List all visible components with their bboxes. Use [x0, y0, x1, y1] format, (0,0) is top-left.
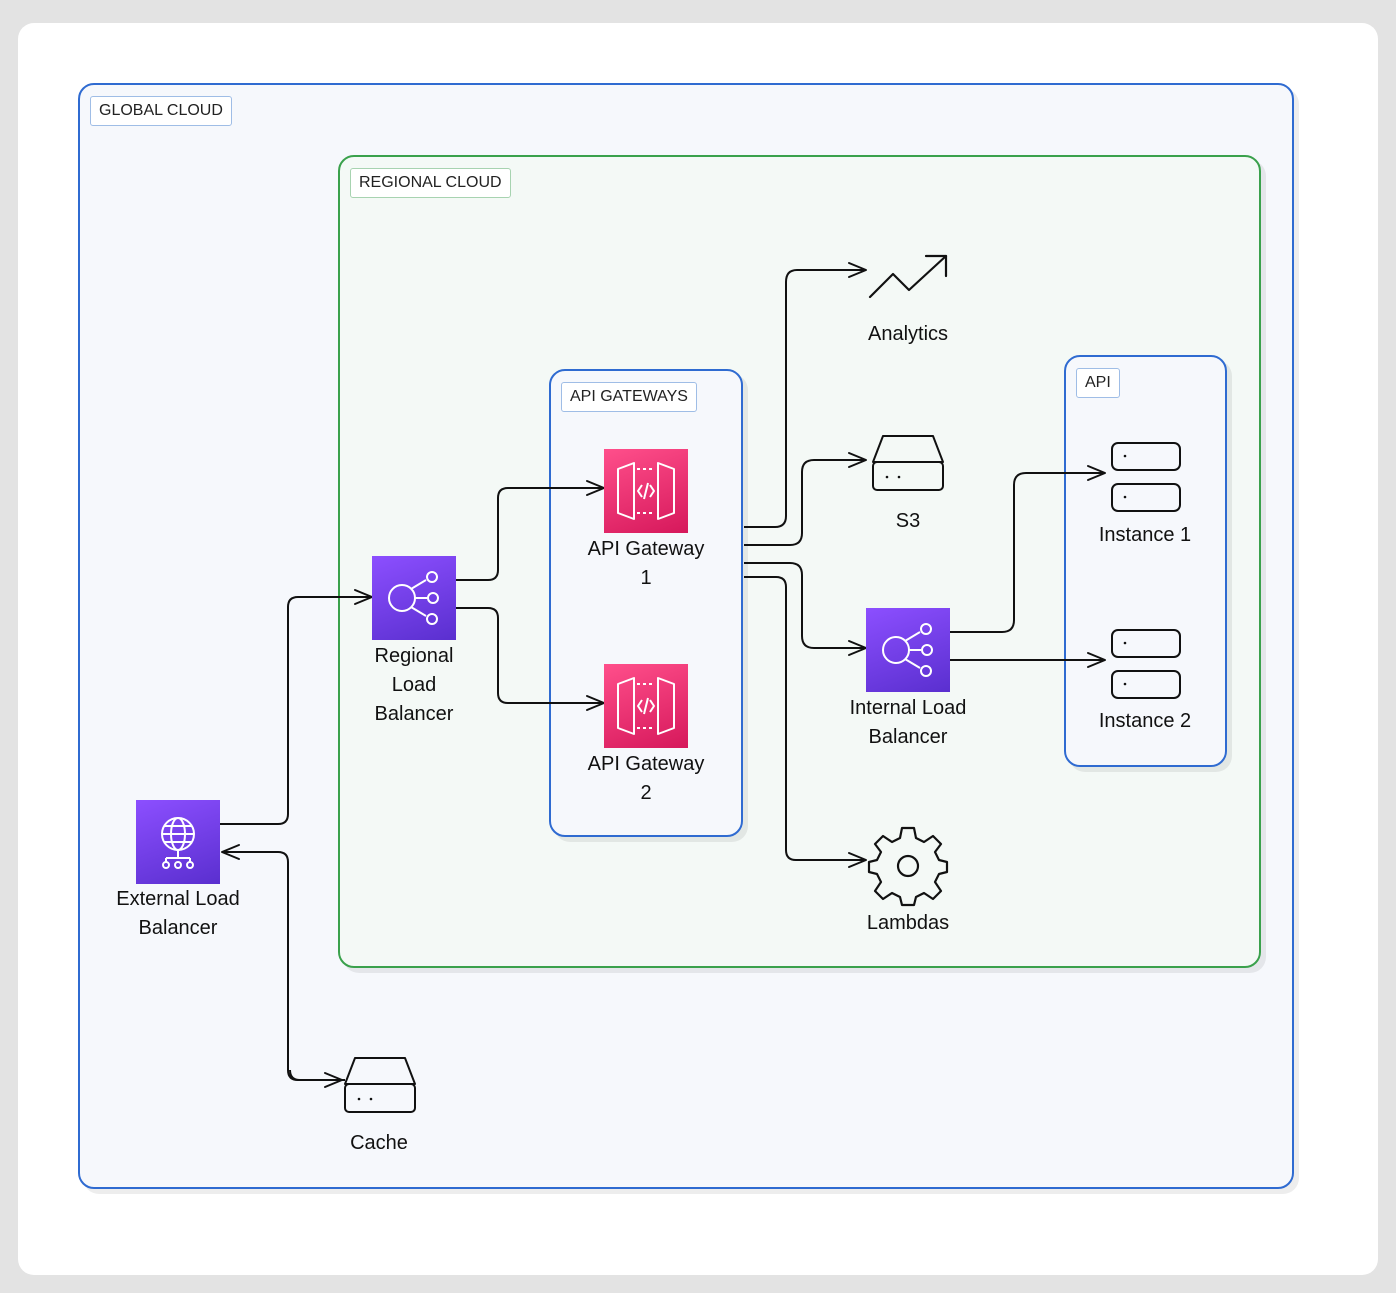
edge-gateway-to-lambdas — [744, 576, 867, 868]
regional-cloud-label: REGIONAL CLOUD — [350, 168, 511, 198]
api-gateway-2-label: API Gateway 2 — [587, 753, 705, 804]
load-balancer-icon — [388, 571, 439, 625]
instance-2-label: Instance 2 — [1098, 710, 1192, 732]
edge-external-lb-to-cache — [289, 1069, 343, 1088]
api-gateways-group[interactable] — [549, 369, 743, 837]
analytics-label: Analytics — [867, 323, 949, 345]
storage-drive-icon — [344, 1057, 416, 1113]
cache-label: Cache — [350, 1132, 408, 1154]
global-cloud-label: GLOBAL CLOUD — [90, 96, 232, 126]
instance-1-node[interactable] — [1110, 441, 1184, 515]
globe-network-icon — [161, 817, 195, 869]
edge-regional-lb-to-gateway-2 — [456, 607, 605, 711]
api-gateway-icon — [617, 462, 675, 520]
server-icon — [1111, 442, 1181, 512]
gear-icon — [867, 826, 949, 907]
internal-load-balancer-label: Internal Load Balancer — [849, 697, 967, 748]
server-icon — [1111, 629, 1181, 699]
analytics-node[interactable] — [866, 252, 950, 302]
s3-node[interactable] — [871, 434, 945, 494]
instance-1-label: Instance 1 — [1098, 524, 1192, 546]
storage-drive-icon — [872, 435, 944, 491]
internal-load-balancer-node[interactable] — [866, 608, 950, 692]
api-gateway-icon — [617, 677, 675, 735]
api-group-label: API — [1076, 368, 1120, 398]
api-gateway-2-node[interactable] — [604, 664, 688, 748]
external-load-balancer-node[interactable] — [136, 800, 220, 884]
regional-load-balancer-node[interactable] — [372, 556, 456, 640]
api-gateways-label: API GATEWAYS — [561, 382, 697, 412]
s3-label: S3 — [895, 510, 921, 532]
lambdas-node[interactable] — [867, 825, 949, 907]
edge-regional-lb-to-gateway-1 — [456, 480, 605, 581]
edge-gateway-to-analytics — [744, 262, 867, 528]
load-balancer-icon — [882, 623, 933, 677]
cache-node[interactable] — [343, 1056, 417, 1116]
api-gateway-1-label: API Gateway 1 — [587, 538, 705, 589]
trend-up-icon — [868, 254, 948, 299]
external-load-balancer-label: External Load Balancer — [116, 888, 240, 939]
regional-load-balancer-label: Regional Load Balancer — [374, 645, 454, 725]
api-gateway-1-node[interactable] — [604, 449, 688, 533]
edge-gateway-to-internal-lb — [744, 562, 867, 656]
edge-external-lb-to-regional-lb — [220, 589, 373, 825]
edge-gateway-to-s3 — [744, 452, 867, 546]
instance-2-node[interactable] — [1110, 628, 1184, 702]
lambdas-label: Lambdas — [866, 912, 950, 934]
edge-internal-lb-to-instance-1 — [950, 465, 1106, 633]
